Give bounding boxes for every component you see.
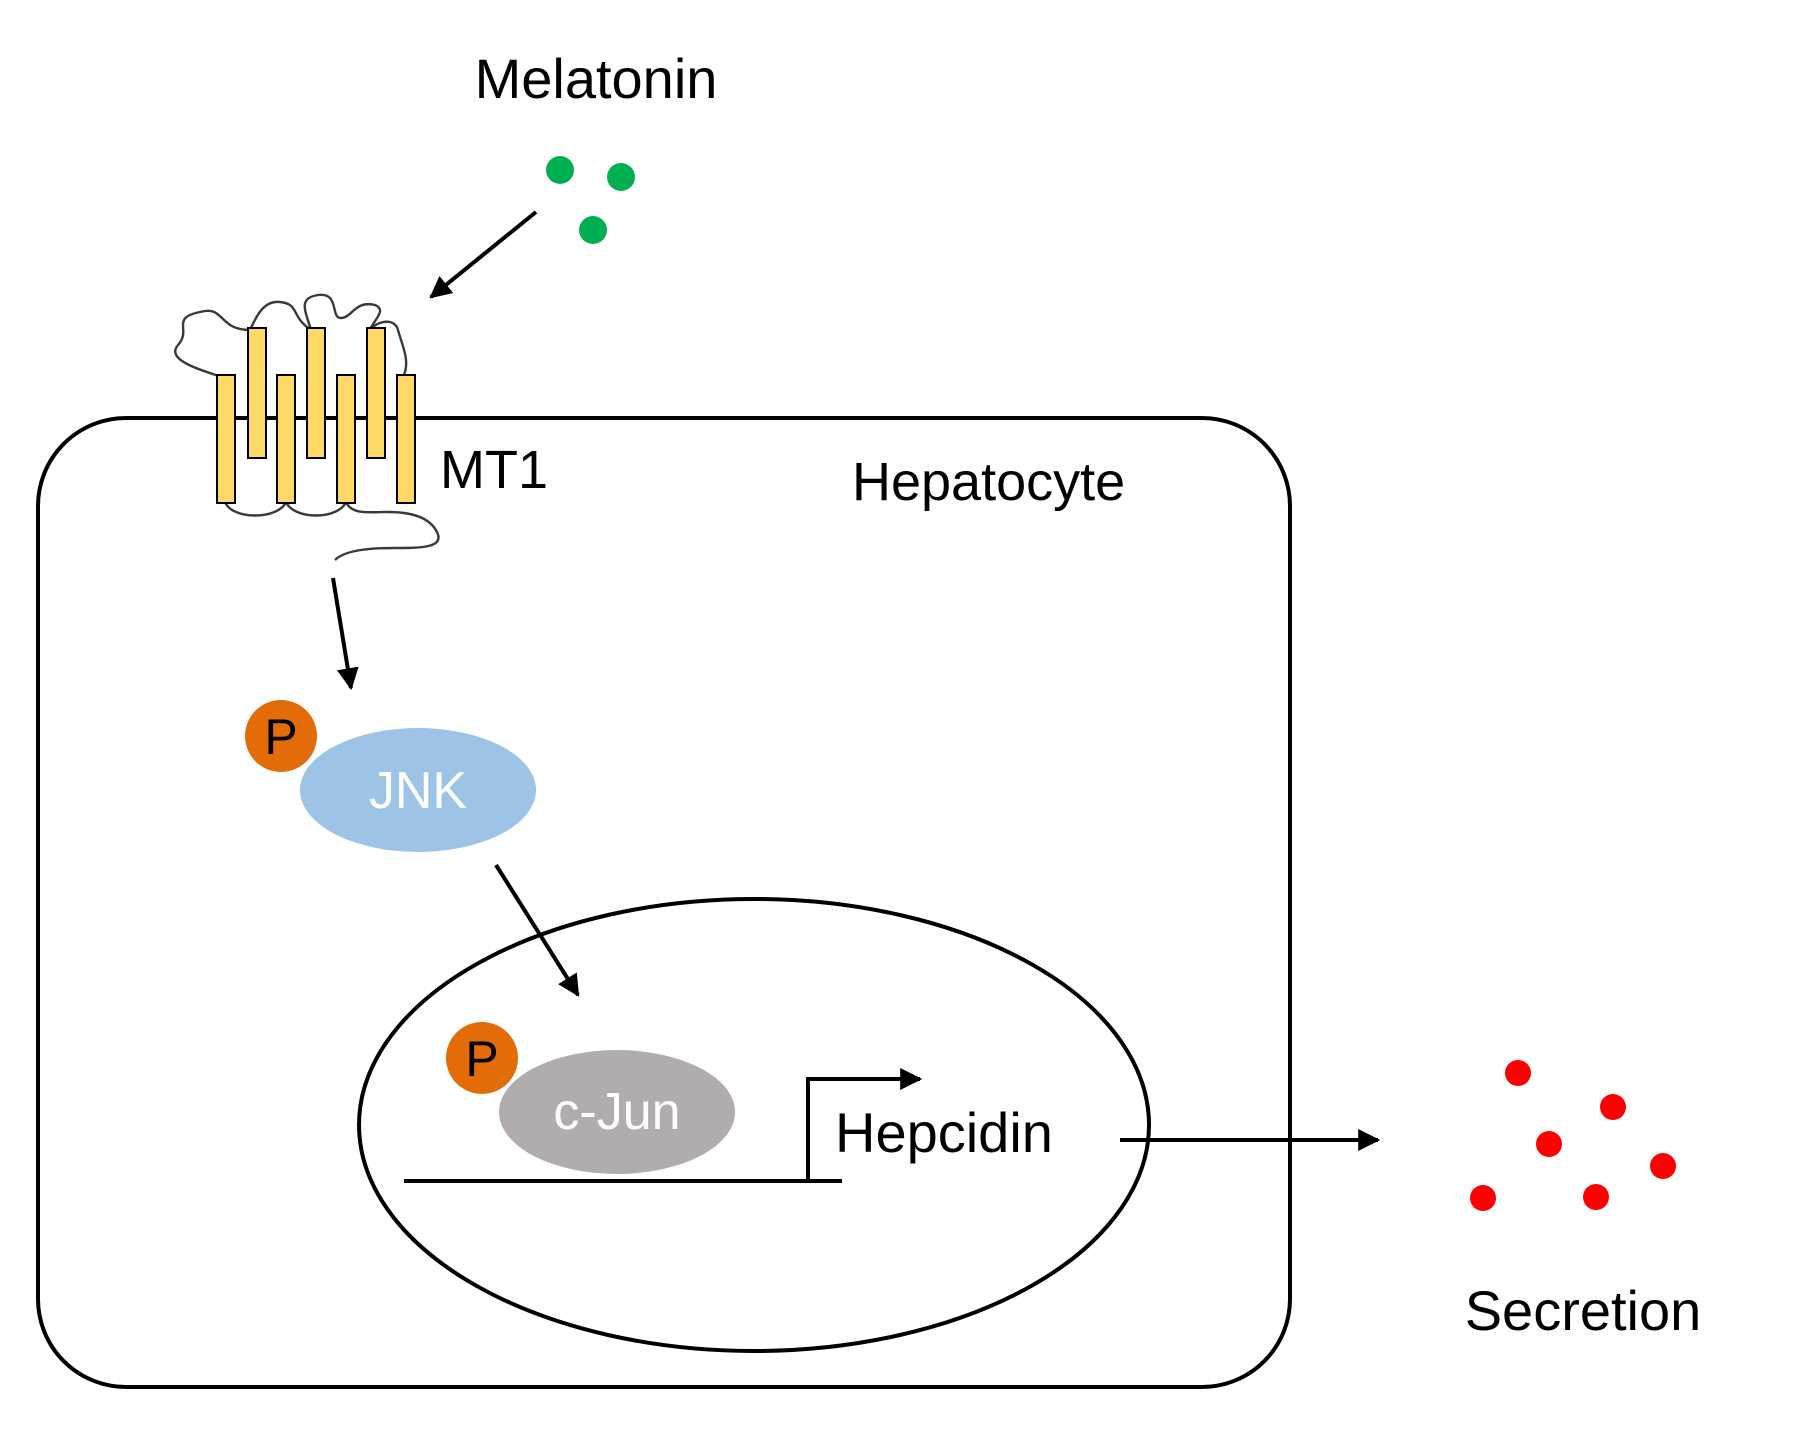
phospho-label: P	[465, 1031, 498, 1087]
mt1-helix	[366, 327, 386, 459]
secretion-dot	[1600, 1094, 1626, 1120]
nucleus	[357, 897, 1151, 1353]
secretion-dot	[1470, 1185, 1496, 1211]
mt1-extracellular-loop	[369, 320, 408, 376]
secretion-dot	[1650, 1153, 1676, 1179]
melatonin-label: Melatonin	[475, 47, 718, 110]
secretion-dot	[1505, 1060, 1531, 1086]
jnk-node: JNK	[300, 728, 536, 852]
melatonin-molecules	[546, 156, 635, 244]
secretion-label: Secretion	[1465, 1279, 1702, 1342]
mt1-receptor	[174, 293, 440, 561]
mt1-helix	[306, 327, 326, 459]
phospho-label: P	[264, 709, 297, 765]
melatonin-dot	[579, 216, 607, 244]
secretion-dot	[1536, 1131, 1562, 1157]
mt1-c-terminus	[334, 501, 440, 561]
hepcidin-label: Hepcidin	[835, 1101, 1053, 1164]
melatonin-dot	[607, 163, 635, 191]
arrow-melatonin-to-mt1	[429, 210, 538, 299]
mt1-helix	[396, 374, 416, 504]
hepatocyte-label: Hepatocyte	[852, 452, 1125, 512]
arrow-jnk-to-cjun	[494, 863, 580, 997]
mt1-n-terminus	[174, 309, 251, 380]
arrow-mt1-to-jnk	[331, 577, 359, 691]
cjun-phospho: P	[446, 1022, 518, 1094]
mt1-intracellular-loop	[284, 501, 348, 517]
phospho-circle	[446, 1022, 518, 1094]
mt1-helix	[336, 374, 356, 504]
jnk-ellipse	[300, 728, 536, 852]
secreted-hepcidin	[1470, 1060, 1676, 1211]
cjun-label: c-Jun	[553, 1083, 680, 1141]
cjun-ellipse	[499, 1050, 735, 1174]
jnk-phospho: P	[245, 700, 317, 772]
melatonin-dot	[546, 156, 574, 184]
mt1-helix	[216, 374, 236, 504]
mt1-intracellular-loop	[223, 501, 288, 517]
mt1-helix	[247, 327, 267, 459]
mt1-extracellular-loop	[248, 300, 312, 331]
phospho-circle	[245, 700, 317, 772]
mt1-label: MT1	[440, 440, 548, 500]
mt1-helix	[276, 374, 296, 504]
cjun-node: c-Jun	[499, 1050, 735, 1174]
secretion-dot	[1583, 1184, 1609, 1210]
promoter-arrow	[806, 1068, 923, 1181]
mt1-extracellular-loop	[303, 293, 382, 331]
jnk-label: JNK	[369, 762, 468, 820]
